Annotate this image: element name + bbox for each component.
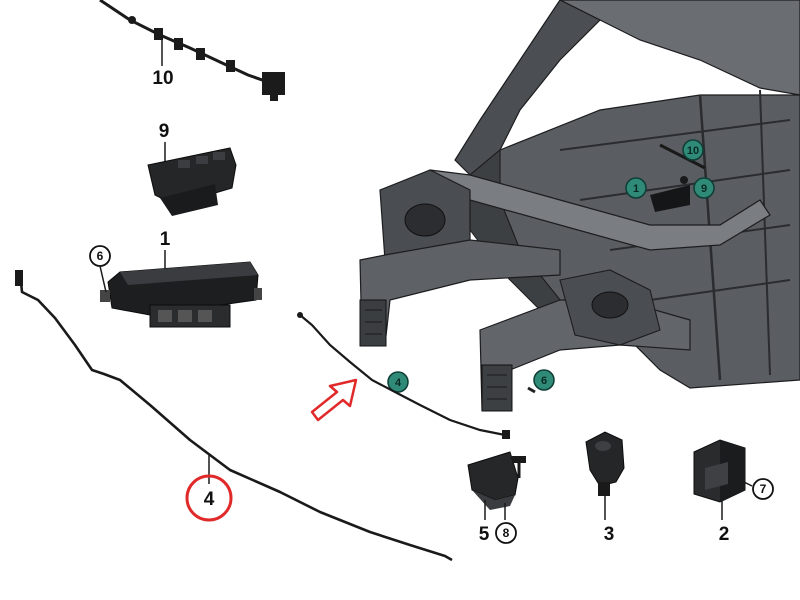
svg-text:9: 9 xyxy=(701,183,707,195)
part-3-crash-sensor xyxy=(585,431,625,496)
part-10-wiring-harness xyxy=(99,0,285,101)
firewall-sensor-bracket xyxy=(650,185,690,212)
body-marker-6: 6 xyxy=(533,369,555,391)
part-5-8-sensor-assembly xyxy=(467,451,526,510)
part-label-10: 10 xyxy=(152,68,173,89)
svg-text:6: 6 xyxy=(541,375,547,387)
body-marker-10: 10 xyxy=(682,139,704,161)
body-marker-1: 1 xyxy=(625,177,647,199)
part-label-4: 4 xyxy=(204,489,215,510)
part-label-6: 6 xyxy=(89,245,111,267)
part-label-7: 7 xyxy=(752,478,774,500)
red-outline-arrow-icon xyxy=(310,378,358,422)
part-1-control-unit xyxy=(100,261,262,328)
svg-text:4: 4 xyxy=(395,377,402,389)
part-2-mounting-bracket xyxy=(693,439,746,503)
part-4-red-highlight-circle xyxy=(185,474,233,522)
part-4-sensor-hose xyxy=(15,270,453,562)
svg-text:10: 10 xyxy=(687,145,699,157)
svg-text:8: 8 xyxy=(503,526,510,540)
part-9-control-module xyxy=(147,147,237,216)
roof-panel xyxy=(559,0,800,96)
vehicle-body-shell xyxy=(359,0,800,412)
part-label-9: 9 xyxy=(159,121,170,142)
svg-text:7: 7 xyxy=(760,482,767,496)
installed-sensor-hose xyxy=(297,312,510,439)
body-marker-9: 9 xyxy=(693,177,715,199)
part-label-1: 1 xyxy=(160,229,171,250)
part-label-8: 8 xyxy=(495,522,517,544)
part-label-2: 2 xyxy=(719,524,730,545)
part-label-5: 5 xyxy=(479,524,490,545)
svg-text:1: 1 xyxy=(633,183,639,195)
body-marker-4: 4 xyxy=(387,371,409,393)
svg-text:6: 6 xyxy=(97,249,104,263)
part-label-3: 3 xyxy=(604,524,615,545)
